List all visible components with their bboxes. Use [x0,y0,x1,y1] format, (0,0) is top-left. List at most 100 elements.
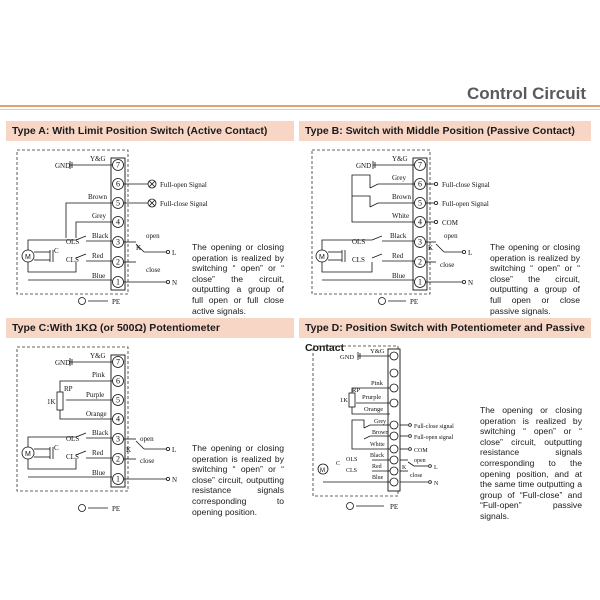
full-close-signal-label: Full-close Signal [160,200,208,208]
gnd-label: GND [55,162,70,170]
circuit-label: 4 [116,415,120,424]
circuit-label: 5 [116,396,120,405]
panel-a-description: The opening or closing operation is real… [192,242,284,316]
circuit-label: CLS [66,453,79,461]
circuit-label: open [414,458,426,464]
l-terminal: L [172,249,176,257]
signal-lamp-icon [147,179,157,189]
page-title: Control Circuit [467,84,586,103]
ols-label: OLS [66,238,79,246]
circuit-label: Prurple [362,394,381,401]
circuit-label: Brown [392,193,412,201]
circuit-label: Black [92,429,109,437]
circuit-label: PE [410,298,418,306]
circuit-label: K [126,446,131,454]
open-label: open [146,232,160,240]
circuit-label: GND [55,359,70,367]
circuit-label: 1 [418,278,422,287]
circuit-label: 1 [116,278,120,287]
n-terminal: N [172,279,177,287]
circuit-label: Purple [86,391,104,399]
circuit-label: L [172,446,176,454]
actuator-boundary [16,346,129,492]
circuit-label: GND [356,162,371,170]
terminal-numbers: 7 6 5 4 3 2 1 [112,159,124,288]
circuit-label: 4 [418,218,422,227]
yg-label: Y&G [90,155,106,163]
circuit-label: Y&G [392,155,408,163]
wire-red: Red [92,252,104,260]
circuit-label: open [140,435,154,443]
circuit-label: 2 [116,258,120,267]
circuit-label: Orange [364,406,383,413]
selector-k-label: K [136,244,141,252]
close-label: close [146,266,160,274]
circuit-label: White [392,212,409,220]
terminal-strip [110,157,126,291]
pe-label: PE [112,298,120,306]
com-label: COM [442,219,459,227]
terminal-strip [412,157,428,291]
circuit-label: Grey [392,174,406,182]
circuit-label: Pink [92,371,105,379]
motor-symbol [317,463,329,475]
full-close-signal-label: Full-close Signal [442,181,490,189]
circuit-label: Blue [372,475,384,481]
circuit-label: 7 [116,161,120,170]
panel-d-description: The opening or closing operation is real… [480,405,582,521]
circuit-label: 6 [116,377,120,386]
circuit-label: 3 [116,435,120,444]
circuit-label: CLS [352,256,365,264]
wire-brown: Brown [88,193,108,201]
full-open-signal-label: Full-open Signal [160,181,207,189]
circuit-label: Y&G [90,352,106,360]
circuit-label: 3 [116,238,120,247]
terminal-numbers: 7 6 5 4 3 2 1 [112,356,124,485]
potentiometer-icon [348,392,356,408]
circuit-label: Grey [374,419,386,425]
header-rule [0,105,600,107]
full-open-signal-label: Full-open Signal [442,200,489,208]
circuit-label: Pink [371,380,384,387]
circuit-label: 4 [116,218,120,227]
header-rule-thin [0,109,600,110]
ground-icon [378,297,386,305]
circuit-label: N [468,279,473,287]
circuit-label: Red [392,252,404,260]
circuit-label: M [320,468,325,474]
circuit-label: Red [372,464,382,470]
circuit-label: 1 [116,475,120,484]
actuator-boundary [16,149,129,295]
circuit-label: Black [370,453,384,459]
circuit-label: 7 [116,358,120,367]
capacitor-label: C [54,247,59,255]
circuit-label: M [25,254,31,261]
cls-label: CLS [66,256,79,264]
signal-lamp-icon [147,198,157,208]
circuit-label: Red [92,449,104,457]
circuit-label: Orange [86,410,107,418]
wire-black: Black [92,232,109,240]
circuit-label: 5 [116,199,120,208]
circuit-label: PE [112,505,120,513]
panel-b-description: The opening or closing operation is real… [490,242,580,316]
circuit-label: 1K [340,397,348,404]
ground-icon [78,297,86,305]
circuit-label: Black [390,232,407,240]
circuit-label: Full-close signal [414,424,454,430]
circuit-label: White [370,442,385,448]
circuit-label: 3 [418,238,422,247]
rp-label: RP [64,385,73,393]
circuit-label: K [402,465,407,471]
circuit-label: C [336,461,340,467]
circuit-label: Brown [372,430,388,436]
panel-c-title: Type C:With 1KΩ (or 500Ω) Potentiometer [6,318,294,338]
terminal-strip [387,348,401,492]
circuit-label: open [444,232,458,240]
circuit-label: N [434,481,439,487]
ground-icon [78,504,86,512]
wire-grey: Grey [92,212,106,220]
